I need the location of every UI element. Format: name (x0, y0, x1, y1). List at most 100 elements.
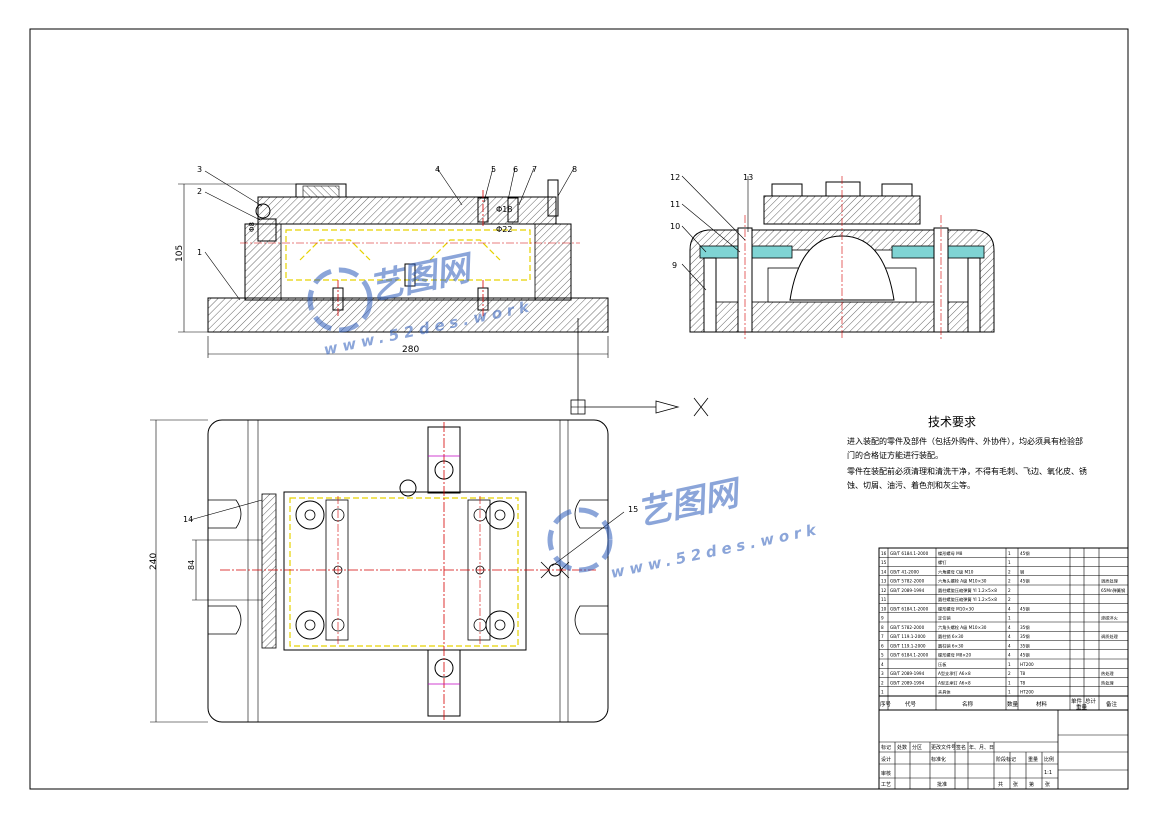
bom-cell-code: GB/T 119.1-2000 (890, 643, 926, 648)
bom-cell-no: 3 (881, 671, 884, 676)
bom-cell-no: 4 (881, 662, 884, 667)
balloon-12: 12 (670, 173, 680, 182)
bom-header-cell: 重量 (1076, 703, 1088, 711)
tech-line-1: 进入装配的零件及部件（包括外购件、外协件），均必须具有检验部 (847, 437, 1083, 446)
bom-header-cell: 单件 (1071, 697, 1083, 705)
bom-cell-name: 六角头螺栓 A级 M10×30 (938, 624, 987, 631)
bom-cell-qty: 2 (1008, 579, 1011, 584)
balloon-15: 15 (628, 505, 638, 514)
bom-cell-code: GB/T 2089-1994 (890, 680, 925, 685)
tb-weight: 重量 (1028, 756, 1038, 763)
tech-line-4: 蚀、切屑、油污、着色剂和灰尘等。 (847, 481, 975, 490)
tb-review: 审核 (881, 770, 891, 777)
bom-cell-no: 14 (881, 569, 887, 574)
bom-cell-mat: 钢 (1020, 568, 1024, 575)
bom-cell-qty: 1 (1008, 662, 1011, 667)
tech-line-3: 零件在装配前必须清理和清洗干净，不得有毛刺、飞边、氧化皮、锈 (847, 467, 1087, 476)
bom-cell-code: GB/T 41-2000 (890, 569, 919, 574)
bom-cell-qty: 4 (1008, 634, 1011, 639)
bom-cell-code: GB/T 2089-1994 (890, 671, 925, 676)
bom-cell-mat: 35钢 (1020, 624, 1030, 631)
tb-standard: 标准化 (931, 756, 946, 763)
dim-phi-large: Φ22 (496, 225, 512, 234)
drawing-frame (29, 28, 1129, 790)
balloon-2: 2 (197, 187, 202, 196)
bom-cell-note: 热处理 (1101, 679, 1114, 686)
balloon-7: 7 (532, 165, 537, 174)
bom-cell-qty: 4 (1008, 653, 1011, 658)
balloon-4: 4 (435, 165, 440, 174)
balloon-13: 13 (743, 173, 753, 182)
bom-cell-no: 8 (881, 625, 884, 630)
bom-cell-code: GB/T 5782-2000 (890, 625, 925, 630)
bom-cell-qty: 1 (1008, 551, 1011, 556)
bom-cell-name: 圆柱销 6×30 (938, 642, 964, 649)
front-view-labels: 1 2 3 4 5 6 7 8 280 105 Φ18 Φ22 Φ8 (175, 165, 577, 355)
bom-cell-no: 10 (881, 606, 887, 611)
front-view (178, 167, 709, 417)
balloon-9: 9 (672, 261, 677, 270)
dim-plan-inner: 84 (187, 560, 196, 570)
bom-cell-qty: 4 (1008, 606, 1011, 611)
bom-cell-note: 65Mn弹簧钢 (1101, 587, 1125, 594)
tech-requirements-title: 技术要求 (928, 415, 977, 429)
bom-cell-name: 定位销 (938, 615, 951, 622)
tb-sheet: 张 (1045, 781, 1050, 788)
bom-cell-note: 渗碳淬火 (1101, 615, 1119, 622)
tech-line-2: 门的合格证方能进行装配。 (847, 451, 943, 460)
title-block: 标记 处数 分区 更改文件号 签名 年、月、日 设计 标准化 阶段标记 重量 比… (878, 709, 1129, 790)
bom-cell-mat: HT200 (1020, 690, 1034, 695)
bom-cell-mat: 45钢 (1020, 605, 1030, 612)
tb-scale: 1:1 (1044, 770, 1052, 776)
bom-cell-no: 13 (881, 579, 887, 584)
tb-sheets: 张 (1013, 781, 1018, 788)
watermark-2: 艺图网 www.52des.work (547, 472, 822, 582)
bom-cell-code: GB/T 119.1-2000 (890, 634, 926, 639)
bom-cell-mat: 45钢 (1020, 652, 1030, 659)
bom-cell-note: 调质处理 (1101, 633, 1119, 640)
bom-cell-qty: 1 (1008, 690, 1011, 695)
bom-cell-no: 12 (881, 588, 887, 593)
side-view (681, 175, 995, 340)
balloon-10: 10 (670, 222, 680, 231)
tb-stage: 阶段标记 (996, 756, 1016, 763)
balloon-14: 14 (183, 515, 193, 524)
balloon-5: 5 (491, 165, 496, 174)
bom-cell-no: 6 (881, 643, 884, 648)
bom-cell-code: GB/T 6184.1-2000 (890, 551, 929, 556)
bom-cell-mat: 35钢 (1020, 642, 1030, 649)
bom-header-cell: 总计 (1085, 697, 1097, 705)
bom-cell-qty: 2 (1008, 671, 1011, 676)
bom-cell-mat: HT200 (1020, 662, 1034, 667)
dim-phi-small: Φ18 (496, 205, 512, 214)
bom-cell-code: GB/T 2089-1994 (890, 588, 925, 593)
tb-change-doc: 更改文件号 (931, 744, 956, 751)
bom-header-cell: 材料 (1036, 700, 1048, 708)
bom-cell-mat: T8 (1019, 680, 1026, 685)
bom-cell-name: 圆柱螺旋压缩弹簧 YI 1.2×5×8 (938, 587, 997, 594)
watermark-brand-2: 艺图网 (634, 472, 747, 533)
bom-cell-no: 16 (881, 551, 887, 556)
side-view-labels: 9 10 11 12 13 (670, 173, 753, 270)
bom-header-cell: 备注 (1106, 700, 1118, 708)
bom-cell-name: 压板 (938, 661, 947, 668)
bom-cell-code: GB/T 5782-2000 (890, 579, 925, 584)
bom-cell-name: 蝶形螺母 M8 (938, 550, 963, 557)
bom-cell-name: 六角螺母 C级 M10 (938, 568, 974, 575)
bom-cell-qty: 4 (1008, 625, 1011, 630)
balloon-6: 6 (513, 165, 518, 174)
tb-process: 工艺 (881, 782, 891, 788)
balloon-1: 1 (197, 248, 202, 257)
bom-cell-no: 11 (881, 597, 887, 602)
tb-design: 设计 (881, 756, 891, 763)
bom-cell-qty: 2 (1008, 597, 1011, 602)
balloon-8: 8 (572, 165, 577, 174)
plan-view-labels: 14 15 240 84 (149, 505, 638, 570)
bom-cell-mat: T8 (1019, 671, 1026, 676)
bom-cell-note: 调质处理 (1101, 578, 1119, 585)
bom-cell-qty: 1 (1008, 560, 1011, 565)
bom-cell-no: 2 (881, 680, 884, 685)
dim-side-left: Φ8 (248, 222, 256, 232)
